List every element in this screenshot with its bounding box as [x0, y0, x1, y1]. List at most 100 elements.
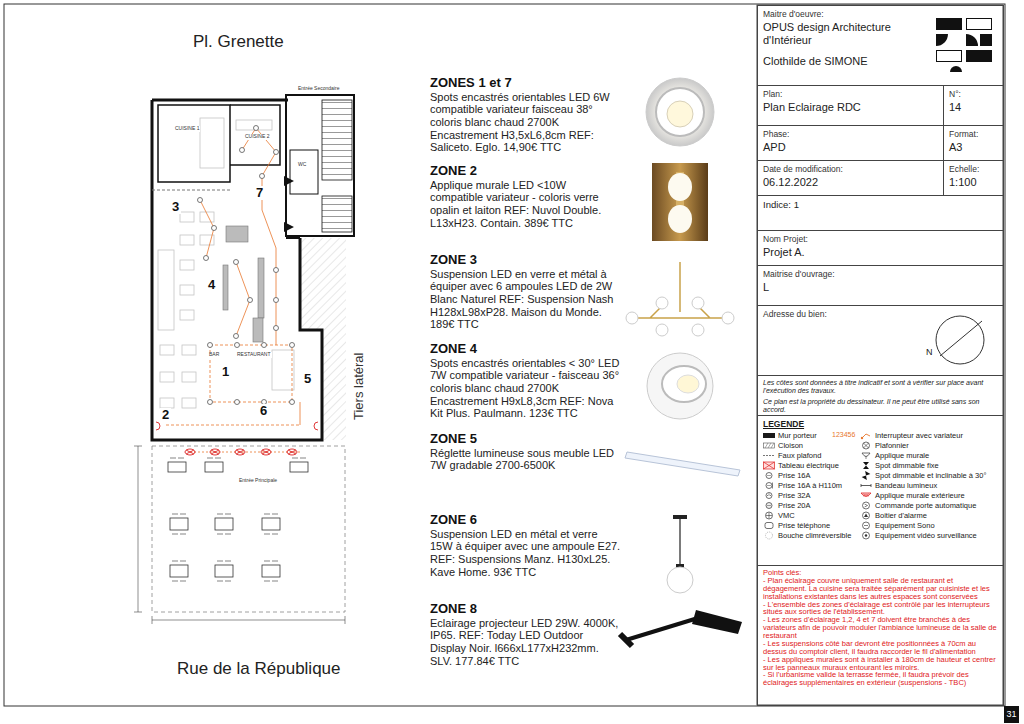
legend-row: Faux plafond [763, 451, 860, 460]
legend-symbol [860, 481, 872, 490]
north-label: N [926, 348, 933, 358]
zone-heading: ZONE 4 [430, 341, 622, 357]
legend-symbol [763, 451, 775, 460]
legend-symbol [763, 471, 775, 480]
wiring [166, 128, 300, 452]
furniture [158, 118, 294, 408]
entrance-label: Entrée Principale [238, 478, 278, 484]
room-label: CUISINE 1 [174, 126, 200, 132]
title-cell: Echelle:1:100 [943, 160, 1004, 196]
cell-text: 14 [949, 101, 998, 114]
north-arrow [936, 316, 984, 364]
columns [223, 226, 264, 342]
product-images [620, 78, 742, 646]
legend-text: Equipement vidéo surveillance [875, 531, 977, 540]
legend-text: Prise 20A [778, 501, 811, 510]
legend-symbol [763, 501, 775, 510]
notes-box: Points clés:- Plan éclairage couvre uniq… [757, 565, 1004, 706]
legend-grid: Mur porteurCloisonFaux plafondTableau él… [763, 431, 998, 541]
legend-text: Plafonnier [875, 441, 909, 450]
legend-symbol [763, 441, 775, 450]
cell-heading: Date de modification: [763, 164, 938, 174]
zone-number: 1 [220, 365, 231, 379]
zone-description: Suspension LED en métal et verre 15W à é… [430, 528, 622, 579]
cell-text: - L'ensemble des zones d'éclairage est c… [763, 601, 998, 617]
legend-row: Prise 16A [763, 471, 860, 480]
legend-text: Prise téléphone [778, 521, 830, 530]
zone-description: Réglette lumineuse sous meuble LED 7W gr… [430, 447, 622, 472]
zone-spec: ZONE 5Réglette lumineuse sous meuble LED… [430, 431, 622, 472]
legend-row: Spot dimmable et inclinable à 30° [860, 471, 998, 480]
legend-row: Commande porte automatique [860, 501, 998, 510]
legend-row: Equipement Sono [860, 521, 998, 530]
title-cell: Maitrise d'ouvrage:L [757, 265, 1004, 306]
legend-text: VMC [778, 511, 795, 520]
zone-heading: ZONE 5 [430, 431, 622, 447]
cell-heading: Indice: 1 [763, 199, 998, 210]
legend-row: Tableau électrique [763, 461, 860, 470]
cell-text: - Si l'urbanisme valide la terrasse ferm… [763, 671, 998, 687]
legend-symbol [763, 511, 775, 520]
zone-description: Applique murale LED <10W compatible vari… [430, 179, 622, 230]
title-cell: N°:14 [943, 85, 1004, 126]
cell-heading: Les côtes sont données à titre indicatif… [763, 379, 998, 394]
legend-text: Applique murale [875, 451, 929, 460]
zone-heading: ZONE 2 [430, 163, 622, 179]
legend-text: Interrupteur avec variateur [875, 431, 963, 440]
legend-text: Applique murale extérieure [875, 491, 965, 500]
entrance-label: Entrée Secondaire [297, 86, 340, 92]
terrace [134, 446, 345, 624]
title-cell: Plan:Plan Eclairage RDC [757, 85, 944, 126]
stair-arrows [284, 176, 294, 232]
cell-text: - Plan éclairage couvre uniquement salle… [763, 577, 998, 601]
legend-text: Spot dimmable fixe [875, 461, 939, 470]
legend-text: Bouche climréversible [778, 531, 851, 540]
legend-symbol [860, 431, 872, 440]
legend-row: Equipement vidéo surveillance [860, 531, 998, 540]
sheet-frame [4, 4, 1005, 706]
page-number: 31 [1004, 706, 1019, 723]
zone-spec: ZONE 4Spots encastrés orientables < 30° … [430, 341, 622, 420]
title-cell: Maitre d'oeuvre:OPUS design Architecture… [757, 5, 1004, 86]
legend-row: Prise 20A [763, 501, 860, 510]
legend-symbol [860, 441, 872, 450]
legend-symbol [860, 471, 872, 480]
cell-text: Plan Eclairage RDC [763, 101, 938, 114]
legend-symbol [860, 521, 872, 530]
street-name: Rue de la République [177, 660, 341, 679]
room-label: BAR [208, 352, 220, 358]
cell-heading: Points clés: [763, 569, 998, 577]
cell-text: Ce plan est la propriété du dessinateur.… [763, 398, 998, 413]
title-cell: Nom Projet:Projet A. [757, 230, 1004, 266]
zone-heading: ZONE 6 [430, 512, 622, 528]
zone-spec: ZONE 8Eclairage projecteur LED 29W. 4000… [430, 601, 622, 667]
cell-text: Clothilde de SIMONE [763, 55, 998, 68]
zone-number: 4 [206, 278, 217, 292]
legend-text: Prise 32A [778, 491, 811, 500]
wall-lights [156, 422, 318, 455]
zone-number: 6 [258, 404, 269, 418]
legend-box: LEGENDEMur porteurCloisonFaux plafondTab… [757, 415, 1004, 566]
legend-row: Prise 32A [763, 491, 860, 500]
building-walls [152, 95, 354, 440]
zone-number: 5 [302, 372, 313, 386]
legend-text: Faux plafond [778, 451, 821, 460]
cell-heading: Nom Projet: [763, 234, 998, 244]
zone-description: Spots encastrés orientables < 30° LED 7W… [430, 357, 622, 420]
legend-text: Bandeau lumineux [875, 481, 937, 490]
switch-number: 123456 [832, 431, 855, 438]
logo [936, 18, 992, 72]
legend-symbol [763, 461, 775, 470]
legend-swatch [763, 433, 775, 438]
zone-number: 2 [160, 408, 171, 422]
legend-row: Prise 16A à H110m [763, 481, 860, 490]
title-cell: Date de modification:06.12.2022 [757, 160, 944, 196]
room-label: RESTAURANT [236, 352, 272, 358]
zone-spec: ZONE 2Applique murale LED <10W compatibl… [430, 163, 622, 229]
cell-text: A3 [949, 141, 998, 154]
legend-column: Interrupteur avec variateur123456Plafonn… [860, 431, 998, 541]
legend-text: Prise 16A à H110m [778, 481, 842, 490]
legend-row: Prise téléphone [763, 521, 860, 530]
street-name: Pl. Grenette [193, 33, 284, 52]
